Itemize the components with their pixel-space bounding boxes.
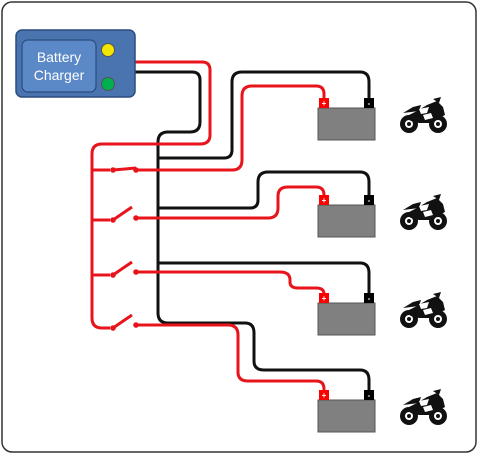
battery-1: +-	[317, 98, 376, 141]
positive-wire-battery-1	[138, 84, 326, 172]
battery-3: +-	[317, 293, 376, 336]
minus-label: -	[368, 294, 371, 303]
plus-label: +	[322, 99, 327, 108]
negative-wire-battery-2	[158, 170, 371, 210]
battery-charger: Battery Charger	[15, 29, 136, 98]
battery-icon	[317, 302, 376, 336]
negative-wire-battery-3	[158, 261, 371, 293]
positive-wire-battery-3	[138, 270, 326, 296]
battery-icon	[317, 204, 376, 238]
positive-terminal	[319, 390, 329, 400]
minus-label: -	[368, 391, 371, 400]
positive-terminal	[319, 293, 329, 303]
plus-label: +	[322, 196, 327, 205]
switch-icon	[112, 313, 133, 330]
positive-terminal	[319, 195, 329, 205]
minus-label: -	[368, 196, 371, 205]
charger-label-line2: Charger	[34, 67, 85, 83]
negative-terminal	[364, 195, 374, 205]
negative-terminal	[364, 293, 374, 303]
negative-terminal	[364, 390, 374, 400]
battery-2: +-	[317, 195, 376, 238]
positive-wire-battery-4	[138, 323, 326, 393]
switch-icon	[112, 205, 133, 222]
positive-bus	[90, 60, 212, 330]
switch-3	[110, 260, 139, 278]
negative-wire-battery-1	[158, 70, 371, 160]
battery-icon	[317, 107, 376, 141]
switch-icon	[112, 260, 133, 277]
negative-wiring	[135, 70, 371, 391]
switch-1	[110, 166, 139, 173]
battery-4: +-	[317, 390, 376, 433]
positive-wire-battery-2	[138, 185, 326, 220]
minus-label: -	[368, 99, 371, 108]
charger-label-panel	[21, 39, 97, 93]
plus-label: +	[322, 294, 327, 303]
battery-icon	[317, 399, 376, 433]
switch-4	[110, 313, 139, 331]
indicator-led-yellow	[101, 43, 115, 57]
switch-2	[110, 205, 139, 223]
charger-label-line1: Battery	[37, 49, 81, 65]
plus-label: +	[322, 391, 327, 400]
indicator-led-green	[101, 77, 115, 91]
positive-wiring	[90, 60, 326, 393]
negative-terminal	[364, 98, 374, 108]
negative-wire-battery-4	[135, 70, 371, 391]
positive-terminal	[319, 98, 329, 108]
switch-icon	[112, 166, 137, 172]
